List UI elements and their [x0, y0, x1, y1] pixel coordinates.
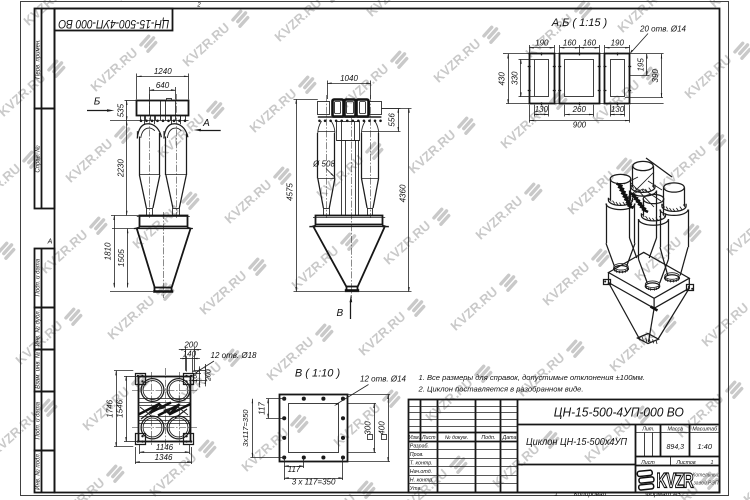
svg-text:130: 130 — [535, 105, 549, 114]
svg-text:900: 900 — [573, 121, 587, 130]
svg-text:Подп.: Подп. — [481, 435, 495, 441]
svg-text:200: 200 — [206, 369, 213, 382]
svg-text:1:40: 1:40 — [697, 442, 712, 451]
svg-text:190: 190 — [611, 39, 625, 48]
svg-text:Т. контр.: Т. контр. — [410, 461, 433, 467]
svg-text:3х117=350: 3х117=350 — [241, 409, 250, 447]
svg-text:Н. контр.: Н. контр. — [410, 478, 434, 484]
svg-text:Масса: Масса — [667, 427, 683, 433]
svg-text:640: 640 — [156, 81, 170, 90]
svg-text:Разраб.: Разраб. — [410, 444, 429, 450]
svg-text:12 отв. Ø18: 12 отв. Ø18 — [211, 351, 258, 360]
svg-text:130: 130 — [611, 105, 625, 114]
svg-text:190: 190 — [535, 39, 549, 48]
svg-text:А,Б ( 1:15 ): А,Б ( 1:15 ) — [551, 17, 608, 29]
svg-text:1: 1 — [554, 491, 558, 498]
svg-text:2230: 2230 — [116, 159, 125, 178]
svg-text:Перв. примен.: Перв. примен. — [36, 39, 42, 79]
svg-text:20 отв. Ø14: 20 отв. Ø14 — [639, 25, 687, 34]
svg-text:117: 117 — [258, 402, 267, 415]
svg-text:140: 140 — [183, 349, 197, 358]
svg-text:Нач.отд.: Нач.отд. — [410, 469, 432, 475]
svg-text:Котельный: Котельный — [692, 472, 719, 479]
svg-text:1346: 1346 — [155, 453, 173, 462]
svg-text:12 отв. Ø14: 12 отв. Ø14 — [360, 375, 407, 384]
svg-text:Листов: Листов — [675, 460, 696, 466]
svg-text:ЦН-15-500-4УП-000 ВО: ЦН-15-500-4УП-000 ВО — [554, 405, 684, 420]
svg-text:3 х 117=350: 3 х 117=350 — [292, 478, 336, 487]
svg-text:1746: 1746 — [106, 399, 115, 417]
svg-text:Пров.: Пров. — [410, 452, 424, 458]
svg-text:Циклон ЦН-15-500х4УП: Циклон ЦН-15-500х4УП — [526, 437, 627, 448]
svg-text:260: 260 — [572, 105, 587, 114]
svg-text:Взам. инв. №: Взам. инв. № — [35, 351, 42, 389]
svg-text:1546: 1546 — [116, 399, 125, 417]
svg-text:1810: 1810 — [104, 242, 113, 260]
svg-text:Лист: Лист — [421, 435, 436, 441]
svg-text:1: 1 — [711, 460, 714, 466]
svg-text:430: 430 — [498, 72, 507, 86]
svg-text:556: 556 — [388, 113, 397, 127]
svg-text:4360: 4360 — [399, 184, 408, 202]
svg-text:117: 117 — [288, 465, 301, 474]
svg-text:Формат А3: Формат А3 — [645, 491, 681, 498]
svg-text:Масштаб: Масштаб — [692, 427, 718, 433]
svg-text:Подп. и дата: Подп. и дата — [36, 258, 42, 296]
svg-text:Утв.: Утв. — [410, 486, 422, 492]
svg-text:KVZR: KVZR — [657, 470, 694, 493]
svg-text:Подп. и дата: Подп. и дата — [36, 401, 42, 439]
svg-text:200: 200 — [183, 340, 198, 349]
svg-text:195: 195 — [637, 58, 646, 72]
svg-text:В ( 1:10 ): В ( 1:10 ) — [295, 368, 341, 380]
svg-text:Ø 508: Ø 508 — [312, 160, 335, 169]
svg-text:Инв. № подл.: Инв. № подл. — [35, 453, 42, 490]
svg-text:2: 2 — [196, 3, 201, 9]
svg-text:2. Циклон поставляется в разоб: 2. Циклон поставляется в разобранном вид… — [418, 385, 584, 394]
svg-text:Б: Б — [94, 97, 101, 108]
svg-text:Справ. №: Справ. № — [35, 145, 42, 173]
svg-text:160: 160 — [192, 371, 199, 383]
svg-text:В: В — [336, 308, 343, 319]
svg-text:894,3: 894,3 — [667, 444, 685, 451]
svg-text:1146: 1146 — [156, 443, 174, 452]
svg-text:А: А — [202, 118, 210, 129]
svg-text:400: 400 — [378, 421, 387, 435]
svg-text:390: 390 — [651, 69, 660, 83]
svg-text:330: 330 — [511, 71, 520, 85]
svg-text:Дата: Дата — [502, 435, 517, 441]
svg-text:Инв. № дубл.: Инв. № дубл. — [35, 310, 42, 347]
svg-text:Копировал: Копировал — [574, 491, 607, 498]
svg-text:535: 535 — [116, 103, 125, 117]
svg-text:160: 160 — [563, 39, 577, 48]
svg-text:Лист: Лист — [640, 460, 655, 466]
svg-text:Лит.: Лит. — [641, 427, 654, 433]
svg-text:1040: 1040 — [340, 74, 358, 83]
svg-text:Изм.: Изм. — [409, 435, 420, 441]
svg-text:1240: 1240 — [154, 67, 172, 76]
svg-text:160: 160 — [583, 39, 597, 48]
svg-text:300: 300 — [364, 421, 373, 435]
svg-text:ЦН-15-500-4УП-000 ВО: ЦН-15-500-4УП-000 ВО — [58, 17, 169, 29]
svg-text:А: А — [47, 239, 53, 246]
svg-text:4575: 4575 — [286, 183, 295, 201]
svg-text:№ докум.: № докум. — [445, 435, 468, 441]
svg-text:1505: 1505 — [117, 249, 126, 267]
svg-text:1. Все размеры для справок, до: 1. Все размеры для справок, допустимые о… — [419, 373, 645, 382]
svg-text:завод РЭП: завод РЭП — [693, 481, 719, 487]
